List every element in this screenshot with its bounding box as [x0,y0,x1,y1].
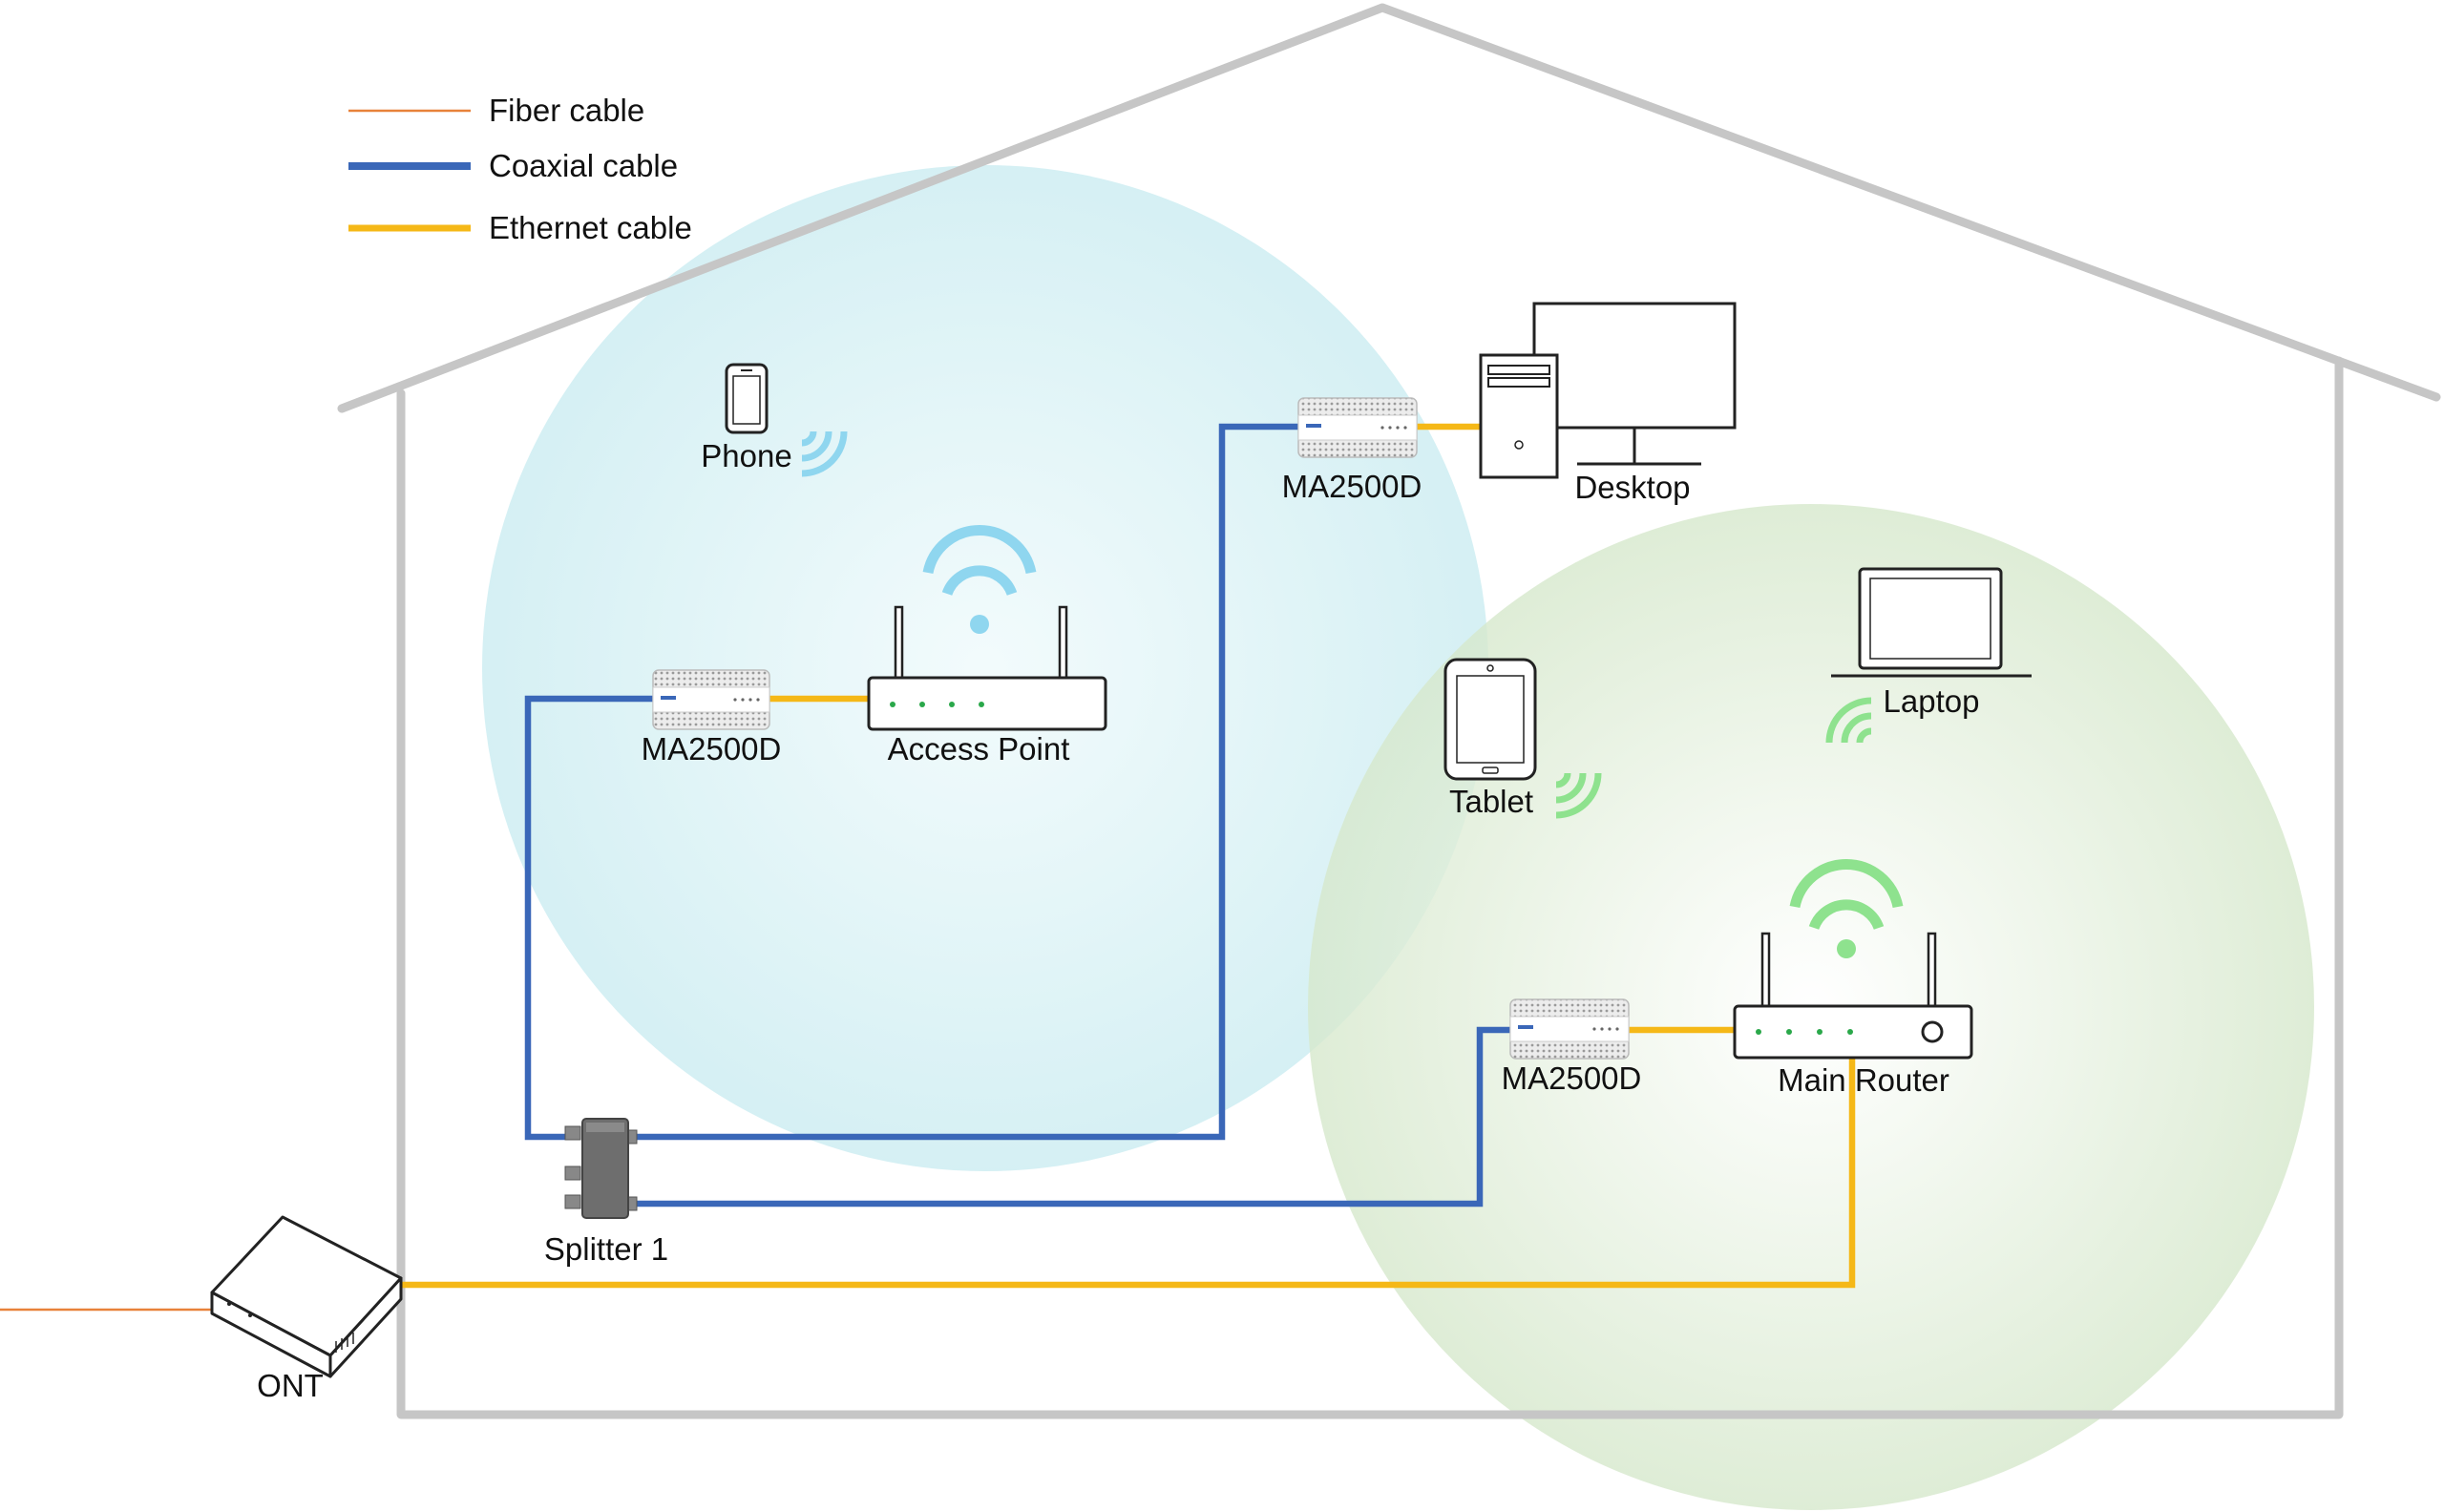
coax-splitter-to-ma2500d-ap [524,695,653,1141]
ma2500d-adapter-desktop: MA2500D [1282,397,1422,504]
wifi-icon [922,525,1037,597]
ethernet-cables [401,423,1856,1289]
legend-fiber-label: Fiber cable [489,93,644,128]
access-point-label: Access Point [888,731,1070,766]
ont-label: ONT [257,1368,324,1403]
desktop-label: Desktop [1574,470,1690,505]
main-router-label: Main Router [1778,1062,1949,1098]
ma2500d-adapter-router: MA2500D [1502,998,1642,1096]
legend: Fiber cable Coaxial cable Ethernet cable [348,93,692,245]
wifi-signal-icon [1555,772,1602,819]
laptop-device: Laptop [1825,567,2032,744]
ma2500d-adapter-ap: MA2500D [642,669,782,766]
wifi-signal-icon [801,430,848,477]
wifi-signal-icon [1825,697,1872,744]
tablet-label: Tablet [1449,784,1533,819]
legend-ethernet-label: Ethernet cable [489,210,692,245]
ma2500d-desktop-label: MA2500D [1282,469,1422,504]
coax-splitter-to-ma2500d-router [634,1026,1510,1208]
ma2500d-ap-label: MA2500D [642,731,782,766]
ma2500d-router-label: MA2500D [1502,1060,1642,1096]
coaxial-cables [524,423,1510,1208]
main-router-device: Main Router [1733,859,1973,1098]
ethernet-ont-to-main-router [401,1056,1856,1289]
coax-splitter-to-ma2500d-desktop [634,423,1298,1141]
laptop-label: Laptop [1884,683,1980,719]
phone-label: Phone [701,438,791,473]
ont-device [210,1215,403,1378]
access-point-device: Access Point [867,525,1107,766]
tablet-device: Tablet [1443,658,1602,819]
splitter-label: Splitter 1 [544,1231,668,1267]
splitter-device: Splitter 1 [544,1118,668,1267]
phone-device: Phone [701,363,848,477]
legend-coax-label: Coaxial cable [489,148,678,183]
wifi-icon [1789,859,1904,931]
desktop-computer: Desktop [1479,302,1737,505]
house-outline [337,3,2441,1419]
